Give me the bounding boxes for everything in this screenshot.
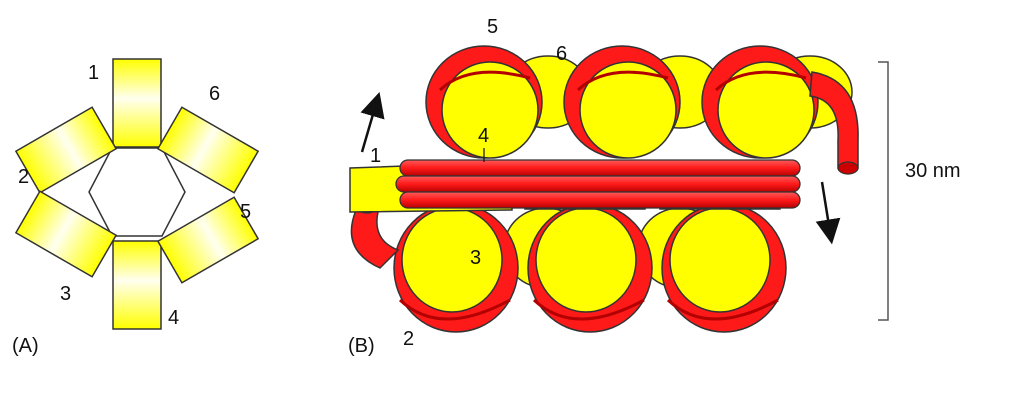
caption-b: (B) (348, 335, 375, 357)
nucleosome-6 (156, 106, 260, 194)
label-b-2: 2 (403, 328, 414, 350)
nucleosome-5 (156, 196, 260, 284)
dna-exit-upper-right (809, 71, 859, 175)
label-a-5: 5 (240, 201, 251, 223)
panel-b-solenoid: 30 nm 1 2 3 4 5 6 (B) (348, 16, 961, 357)
label-a-1: 1 (88, 62, 99, 84)
label-b-3: 3 (470, 247, 481, 269)
scale-label: 30 nm (905, 160, 961, 182)
nucleosome-b-5 (425, 45, 543, 159)
label-b-4: 4 (478, 125, 489, 147)
caption-a: (A) (12, 335, 39, 357)
nucleosome-4 (112, 240, 162, 330)
arrow-up-icon (360, 92, 385, 153)
nucleosome-b-lower-3 (661, 203, 787, 333)
linker-dna-rods (395, 159, 801, 209)
arrow-down-icon (815, 181, 841, 245)
nucleosome-b-6 (563, 45, 681, 159)
nucleosome-3 (14, 190, 118, 278)
nucleosome-2 (14, 106, 118, 194)
label-a-6: 6 (209, 83, 220, 105)
label-a-2: 2 (18, 166, 29, 188)
label-a-3: 3 (60, 283, 71, 305)
label-b-5: 5 (487, 16, 498, 38)
panel-a-hexagon: 1 2 3 4 5 6 (A) (12, 58, 260, 357)
nucleosome-1 (112, 58, 162, 148)
label-b-1: 1 (370, 145, 381, 167)
scale-bracket (878, 61, 889, 321)
nucleosome-b-upper-3 (701, 45, 819, 159)
nucleosome-b-lower-2 (527, 203, 653, 333)
label-b-6: 6 (556, 43, 567, 65)
label-a-4: 4 (168, 307, 179, 329)
hexagon-core (88, 147, 186, 237)
nucleosome-b-2-3 (393, 203, 519, 333)
